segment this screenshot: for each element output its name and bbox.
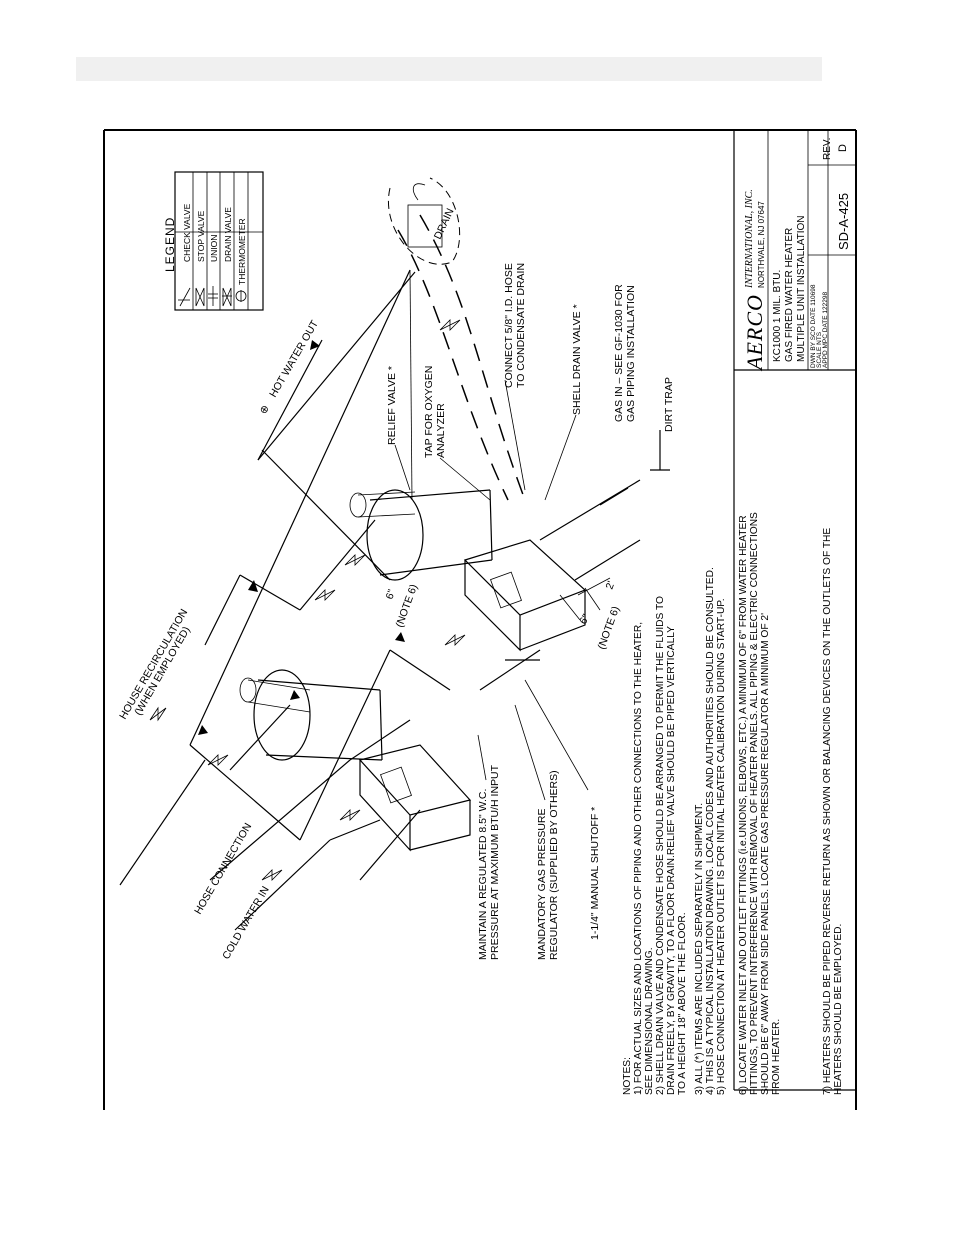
drawing-title-line-3: MULTIPLE UNIT INSTALLATION (796, 215, 807, 362)
leader-lines (394, 379, 589, 801)
note-line: TO A HEIGHT 18" ABOVE THE FLOOR. (677, 912, 688, 1095)
hose-connection-label: HOSE CONNECTION (192, 821, 254, 916)
maintain-pressure-label-2: PRESSURE AT MAXIMUM BTU/H INPUT (489, 764, 501, 960)
note-line: SHOULD BE 6" AWAY FROM SIDE PANELS. LOCA… (760, 613, 771, 1095)
note-line: DRAIN FREELY, BY GRAVITY, TO A FLOOR DRA… (666, 626, 677, 1095)
check-valve-icon (178, 287, 191, 307)
company-name: INTERNATIONAL, INC. (744, 189, 755, 289)
hot-water-header-line (189, 269, 411, 746)
dimension-2ft: 2' (604, 580, 618, 591)
cold-water-in-label: COLD WATER IN (220, 884, 272, 961)
piping (119, 214, 670, 931)
note-line: SEE DIMENSIONAL DRAWING. (644, 947, 655, 1095)
legend (174, 171, 264, 311)
legend-label-drain-valve: DRAIN VALVE (223, 207, 233, 262)
note-line: 5) HOSE CONNECTION AT HEATER OUTLET IS F… (716, 598, 727, 1095)
condensate-hose (419, 214, 526, 501)
note-line: 7) HEATERS SHOULD BE PIPED REVERSE RETUR… (822, 528, 833, 1095)
maintain-pressure-label: MAINTAIN A REGULATED 8.5" W.C. (477, 789, 489, 960)
tap-oxygen-label: TAP FOR OXYGEN (423, 366, 435, 458)
thermometer-symbol: ⊕ (257, 403, 272, 417)
gas-piping-label: GAS PIPING INSTALLATION (625, 285, 637, 422)
dimension-6in-b: 6" (577, 612, 592, 627)
company-logo: AERCO (742, 294, 767, 372)
top-gray-bar (76, 57, 822, 81)
tap-oxygen-label-2: ANALYZER (435, 403, 447, 458)
title-block (733, 130, 856, 1091)
note-line: 6) LOCATE WATER INLET AND OUTLET FITTING… (738, 515, 749, 1095)
valve-symbols (149, 319, 466, 881)
drain-label: DRAIN (432, 207, 457, 242)
connect-hose-label: CONNECT 5/8" I.D. HOSE (503, 263, 515, 388)
dimension-markers (559, 577, 611, 621)
note-line: HEATERS SHOULD BE EMPLOYED. (833, 924, 844, 1095)
legend-label-union: UNION (209, 235, 219, 262)
condensate-drain-label: TO CONDENSATE DRAIN (515, 263, 527, 388)
dirt-trap-label: DIRT TRAP (663, 377, 675, 432)
note-6-ref-a: (NOTE 6) (394, 583, 421, 629)
mandatory-regulator-label: MANDATORY GAS PRESSURE (536, 808, 548, 960)
scale: SCALE NTS (816, 331, 823, 368)
drawing-title-line-1: KC1000 1 MIL. BTU. (772, 270, 783, 362)
drawing-title-line-2: GAS FIRED WATER HEATER (784, 228, 795, 362)
company-city: NORTHVALE, NJ 07647 (757, 201, 766, 288)
heater-unit-1 (349, 489, 587, 652)
note-line: FROM HEATER. (771, 1019, 782, 1095)
rev-label: REV. (822, 138, 833, 160)
hot-water-out-label: HOT WATER OUT (267, 318, 321, 400)
drawn-by: DWN BY SCO DATE 110698 (810, 284, 817, 368)
dimension-6in-a: 6" (384, 588, 399, 601)
shell-drain-valve-label: SHELL DRAIN VALVE * (571, 304, 583, 415)
legend-label-thermometer: THERMOMETER (237, 218, 247, 285)
note-line: FITTINGS, TO PREVENT INTERFERENCE WITH R… (749, 512, 760, 1095)
flow-arrows (198, 340, 405, 735)
rev-value: D (837, 144, 849, 152)
legend-label-check-valve: CHECK VALVE (182, 203, 192, 262)
house-recirculation-label: HOUSE RECIRCULATION (117, 607, 190, 721)
note-line: 1) FOR ACTUAL SIZES AND LOCATIONS OF PIP… (633, 622, 644, 1095)
note-6-ref-b: (NOTE 6) (596, 605, 623, 651)
notes-heading: NOTES: (622, 1057, 633, 1095)
relief-valve-label: RELIEF VALVE * (386, 366, 398, 445)
manual-shutoff-label: 1-1/4" MANUAL SHUTOFF * (589, 807, 601, 940)
legend-label-stop-valve: STOP VALVE (196, 210, 206, 262)
note-line: 2) SHELL DRAIN VALVE AND CONDENSATE HOSE… (655, 596, 666, 1095)
notes-block: NOTES: 1) FOR ACTUAL SIZES AND LOCATIONS… (622, 512, 844, 1095)
heater-unit-2 (239, 669, 472, 852)
union-icon (208, 286, 218, 306)
legend-title: LEGEND (163, 217, 177, 272)
note-line: 4) THIS IS A TYPICAL INSTALLATION DRAWIN… (705, 567, 716, 1095)
floor-drain-detail (388, 177, 461, 265)
drain-valve-icon (222, 287, 232, 307)
thermometer-icon (235, 290, 247, 302)
drawing-number: SD-A-425 (836, 193, 851, 250)
gas-in-label: GAS IN – SEE GF-1030 FOR (613, 284, 625, 422)
mandatory-regulator-label-2: REGULATOR (SUPPLIED BY OTHERS) (548, 770, 560, 960)
note-line: 3) ALL (*) ITEMS ARE INCLUDED SEPARATELY… (694, 803, 705, 1095)
stop-valve-icon (195, 287, 205, 307)
approved: APPD MPC DATE 122298 (822, 292, 829, 368)
